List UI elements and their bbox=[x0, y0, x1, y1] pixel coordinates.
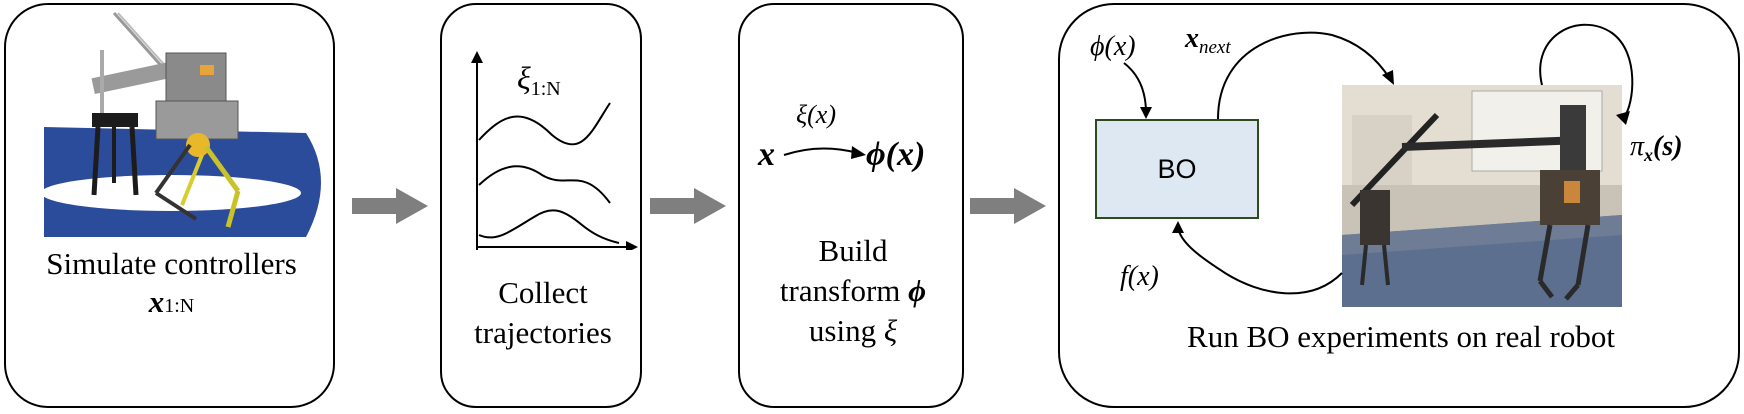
collect-line2: trajectories bbox=[474, 315, 612, 350]
collect-label: Collect trajectories bbox=[442, 273, 644, 353]
xi-arrow-label: ξ(x) bbox=[796, 100, 836, 129]
eq-arrow bbox=[783, 147, 859, 156]
xnext-arrow bbox=[1217, 31, 1391, 120]
build-line1: Build bbox=[818, 233, 888, 268]
bo-label: BO bbox=[1157, 153, 1197, 184]
bo-loop-arrows: ϕ(x) xnext f(x) πx(s) bbox=[1090, 23, 1683, 295]
flow-arrow-3 bbox=[970, 188, 1046, 224]
collect-line1: Collect bbox=[498, 275, 588, 310]
policy-label: πx(s) bbox=[1630, 131, 1683, 165]
policy-loop-arrow bbox=[1539, 23, 1634, 118]
simulate-line1: Simulate controllers bbox=[46, 246, 297, 281]
trajectory-top bbox=[478, 102, 611, 146]
trajectory-middle bbox=[478, 165, 611, 204]
panel-run-bo: BO ϕ(x) xnext f(x) πx(s) Run BO experime… bbox=[1058, 3, 1740, 408]
track-inner bbox=[41, 175, 301, 211]
xnext-label: xnext bbox=[1184, 23, 1231, 58]
eq-left-x: x bbox=[757, 136, 775, 173]
fx-label: f(x) bbox=[1120, 261, 1159, 292]
simulate-label: Simulate controllers x1:N bbox=[6, 245, 337, 325]
robot-photo bbox=[1342, 85, 1622, 307]
fx-arrow bbox=[1177, 226, 1343, 295]
build-label: Build transform ϕ using ξ bbox=[740, 231, 966, 351]
simulate-subscript-var: x1:N bbox=[148, 284, 195, 319]
eq-right-phi: ϕ(x) bbox=[866, 136, 925, 173]
build-line3: using ξ bbox=[808, 313, 898, 348]
panel-simulate: Simulate controllers x1:N bbox=[4, 3, 335, 408]
xi-symbol-label: ξ1:N bbox=[517, 60, 561, 100]
bo-box: BO bbox=[1095, 119, 1259, 219]
flow-arrow-2 bbox=[650, 188, 726, 224]
flow-arrow-1 bbox=[352, 188, 428, 224]
build-line2: transform ϕ bbox=[779, 273, 927, 308]
panel-collect: ξ1:N Collect trajectories bbox=[440, 3, 642, 408]
trajectory-plot: ξ1:N bbox=[471, 51, 638, 250]
phi-label: ϕ(x) bbox=[1090, 31, 1136, 62]
trajectory-bottom bbox=[478, 209, 620, 244]
simulation-illustration bbox=[41, 11, 321, 237]
phi-arrow bbox=[1123, 62, 1147, 114]
run-bo-caption: Run BO experiments on real robot bbox=[1187, 319, 1615, 354]
transform-equation: ξ(x) x ϕ(x) bbox=[757, 100, 925, 173]
panel-build: ξ(x) x ϕ(x) Build transform ϕ using ξ bbox=[738, 3, 964, 408]
